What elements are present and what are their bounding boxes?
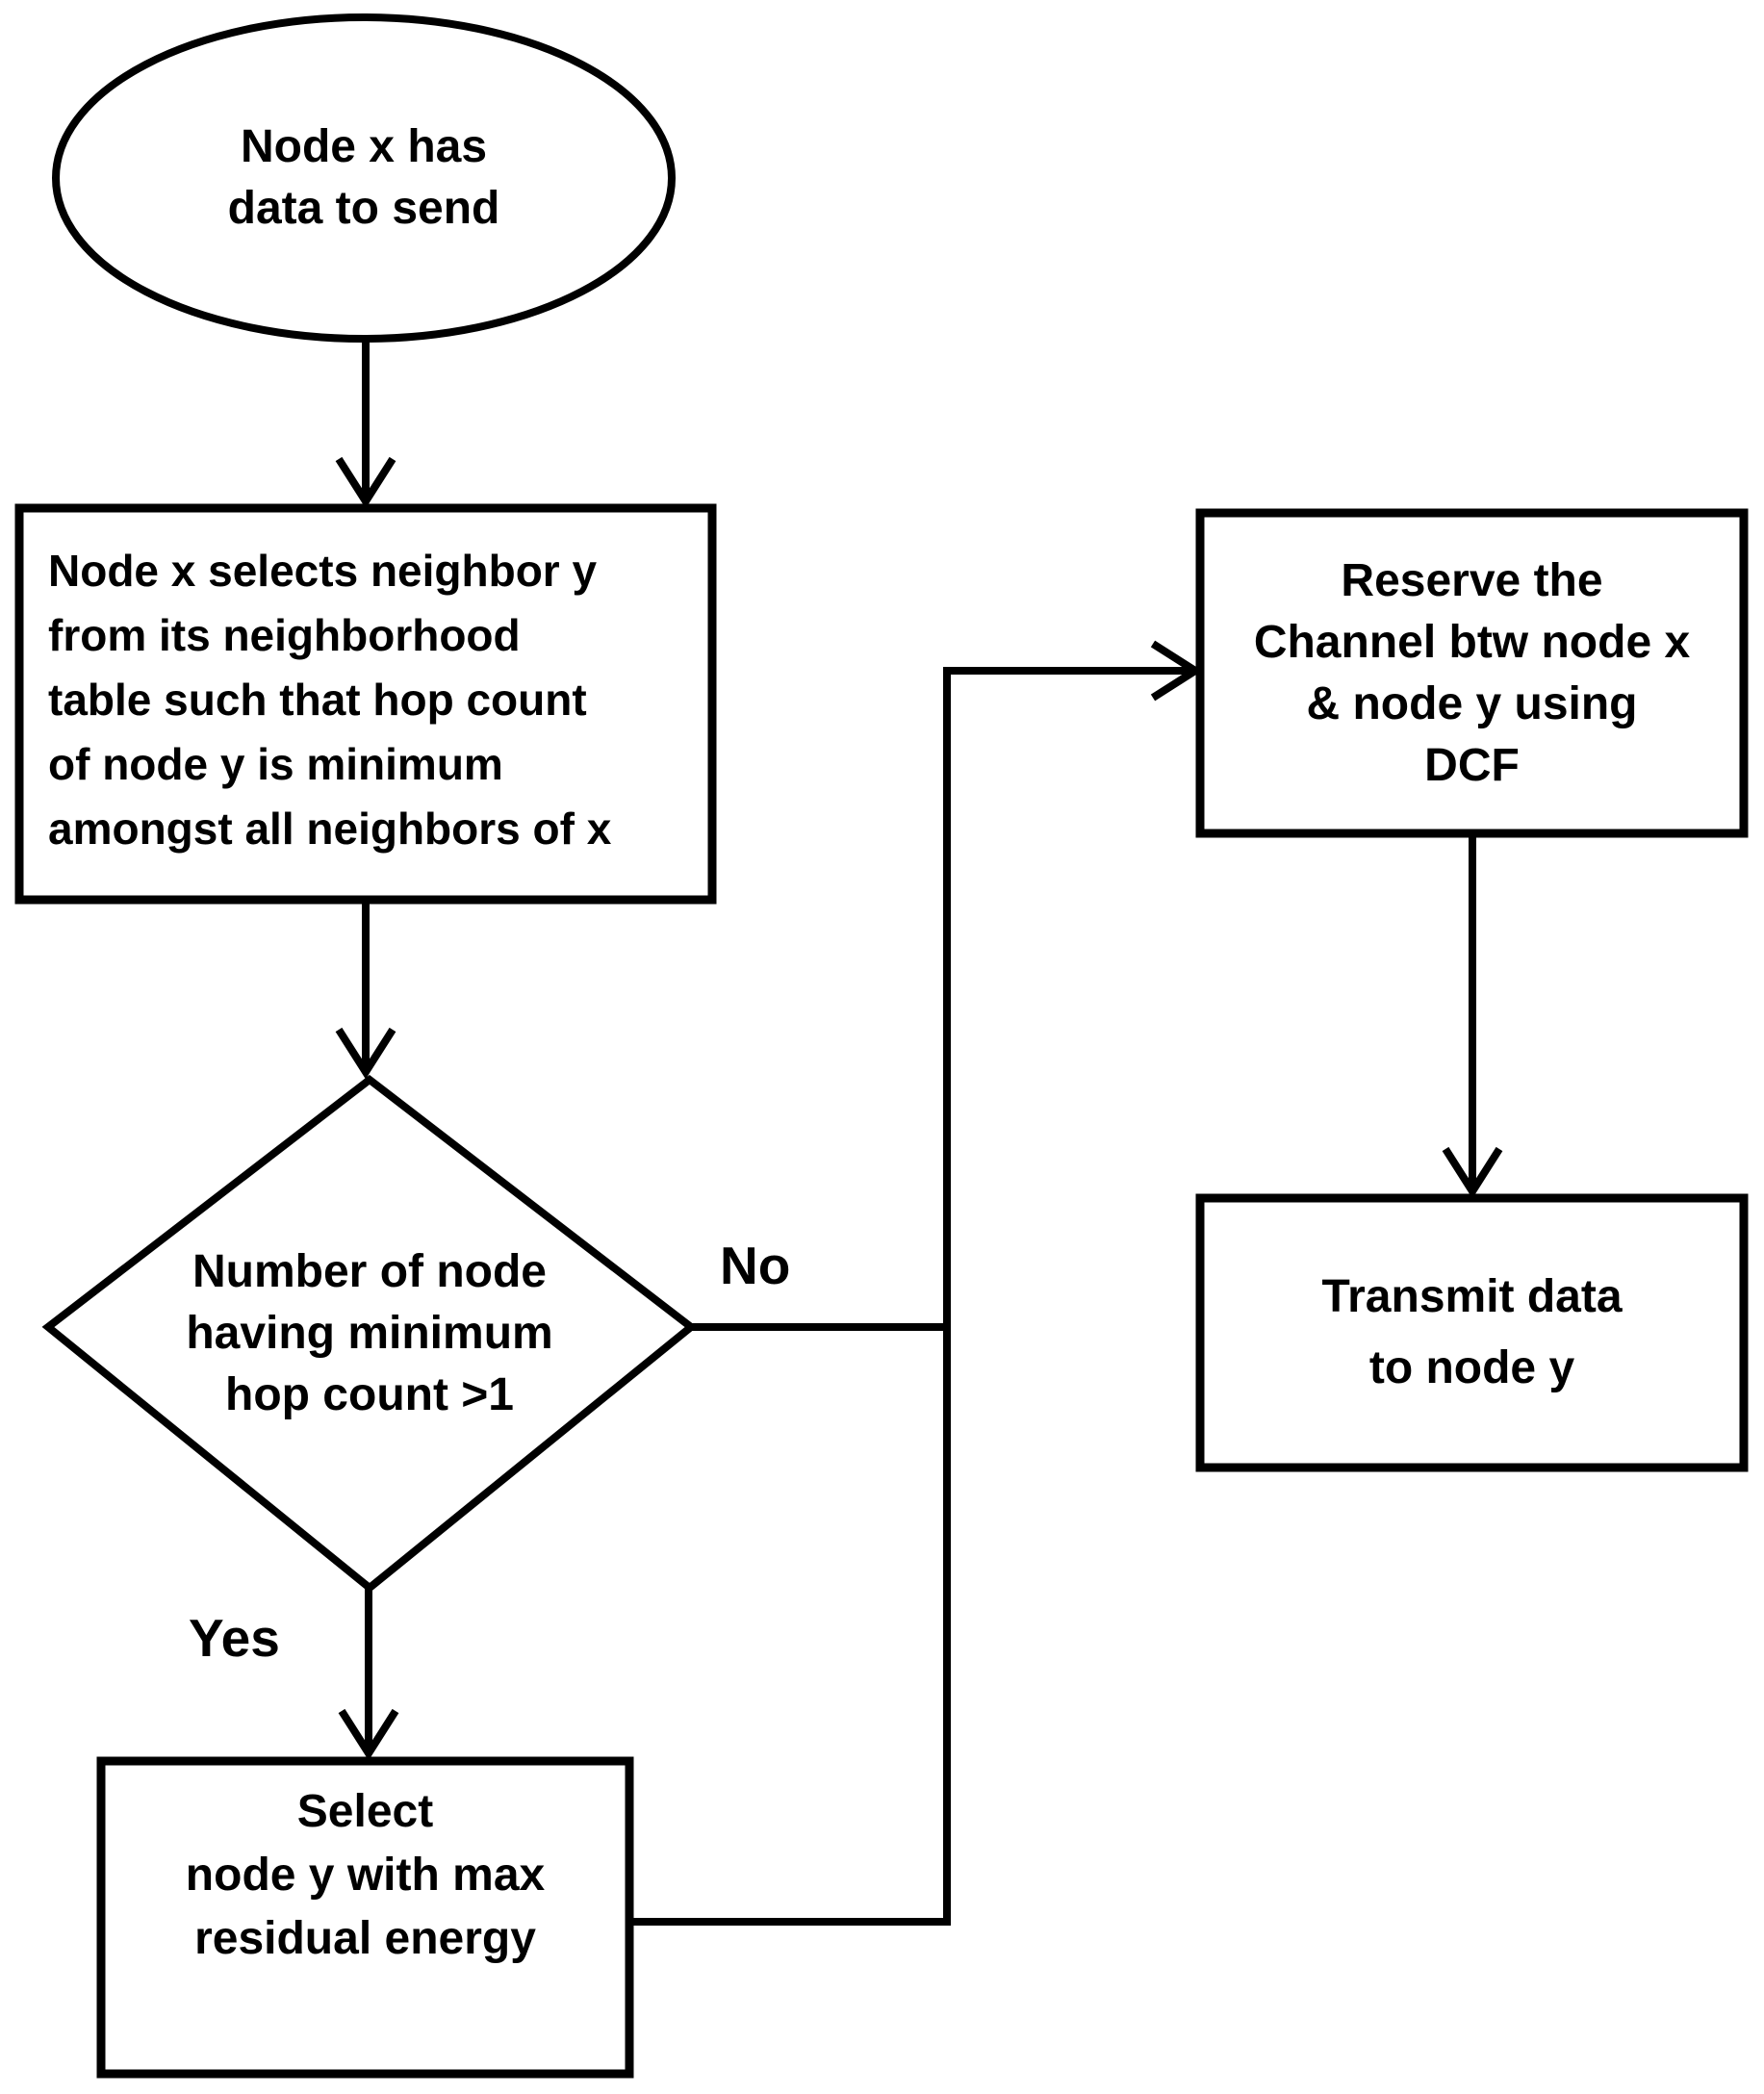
edge-junction-to-reserve (943, 640, 1203, 1922)
select-neighbor-node-label: Node x selects neighbor y from its neigh… (48, 546, 612, 854)
decision-node-shape (41, 1074, 698, 1594)
transmit-node-label: Transmit data to node y (1321, 1271, 1623, 1393)
yes-edge-label: Yes (189, 1608, 280, 1668)
select-energy-node-label: Select node y with max residual energy (185, 1786, 546, 1964)
decision-node-label: Number of node having minimum hop count … (186, 1246, 553, 1420)
transmit-node-shape (1195, 1193, 1749, 1472)
start-node-label: Node x has data to send (227, 121, 500, 234)
no-edge-label: No (720, 1236, 791, 1295)
reserve-channel-node-label: Reserve the Channel btw node x & node y … (1253, 554, 1691, 791)
start-node-shape (52, 13, 676, 343)
select-energy-node-shape (96, 1756, 634, 2079)
reserve-channel-node-shape (1195, 508, 1749, 838)
select-neighbor-node-shape (14, 503, 717, 905)
